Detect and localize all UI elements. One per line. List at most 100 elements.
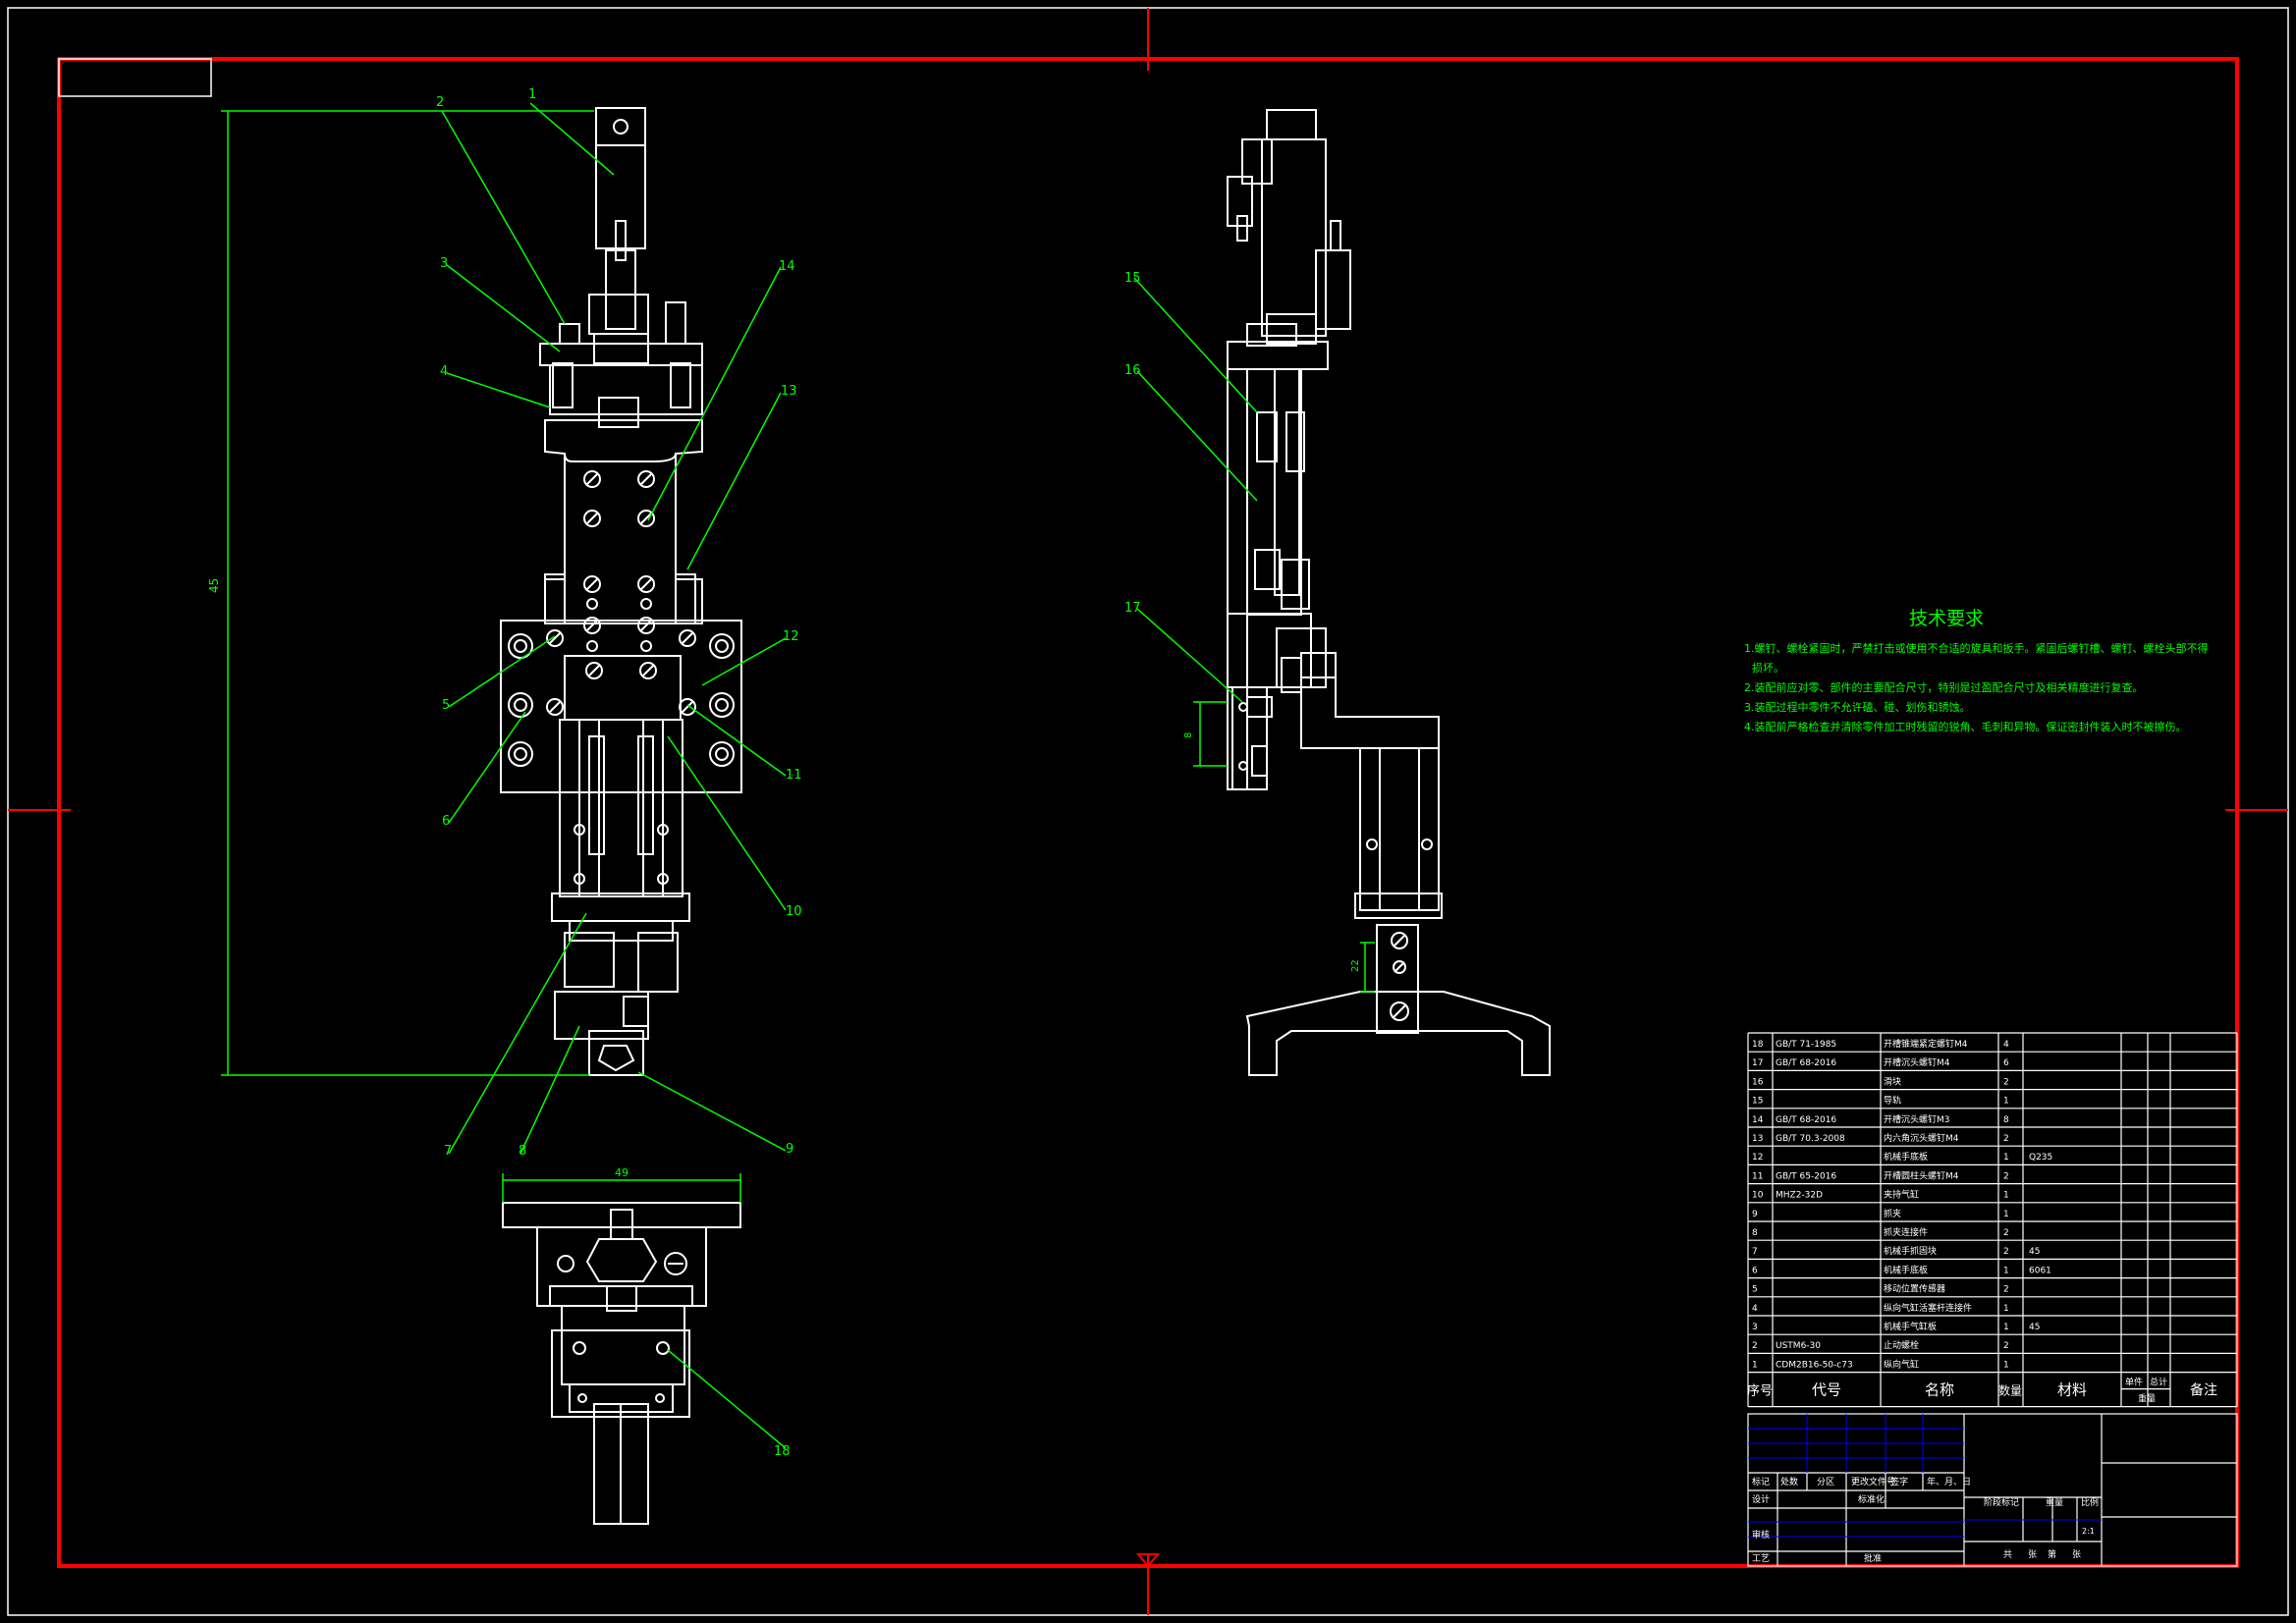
bom-cell: 1 <box>2003 1097 2009 1107</box>
bom-cell: 5 <box>1752 1285 1758 1295</box>
front-leaders <box>441 102 787 1155</box>
title-block-label: 设计 <box>1752 1493 1770 1505</box>
bom-cell: 1 <box>2003 1153 2009 1163</box>
title-block-label: 年、月、日 <box>1927 1476 1971 1488</box>
balloon-3: 3 <box>440 256 448 271</box>
bom-cell: 2 <box>2003 1228 2009 1238</box>
balloon-5: 5 <box>442 698 450 713</box>
balloon-14: 14 <box>779 259 795 274</box>
reference-box <box>58 58 212 97</box>
bom-cell: CDM2B16-50-c73 <box>1776 1360 1853 1370</box>
bom-cell: 开槽圆柱头螺钉M4 <box>1884 1169 1959 1181</box>
tech-requirements: 技术要求 1.螺钉、螺栓紧固时，严禁打击或使用不合适的旋具和扳手。紧固后螺钉槽、… <box>1744 608 2209 733</box>
bom-cell: GB/T 71-1985 <box>1776 1040 1836 1050</box>
front-view <box>500 107 742 1076</box>
bom-cell: 16 <box>1752 1077 1764 1087</box>
balloon-9: 9 <box>786 1142 793 1157</box>
bom-cell: 2 <box>2003 1077 2009 1087</box>
balloon-10: 10 <box>786 904 802 919</box>
bom-cell: 开槽沉头螺钉M3 <box>1884 1113 1950 1125</box>
balloon-11: 11 <box>786 768 802 783</box>
bom-cell: 机械手底板 <box>1884 1264 1928 1275</box>
title-block-labels: 标记处数分区更改文件号签字年、月、日设计标准化阶段标记重量比例审核工艺批准共张第… <box>1752 1476 2099 1564</box>
title-block-label: 张 <box>2072 1549 2081 1560</box>
bottom-view <box>502 1202 741 1525</box>
bom-cell: 2 <box>2003 1341 2009 1351</box>
bom-cell: 纵向气缸活塞杆连接件 <box>1884 1302 1972 1314</box>
bom-cell: 机械手底板 <box>1884 1151 1928 1163</box>
bom-cell: 滑块 <box>1884 1075 1901 1087</box>
bom-cell: 1 <box>2003 1191 2009 1201</box>
balloon-18: 18 <box>774 1444 791 1459</box>
bom-cell: 数量 <box>1998 1383 2022 1398</box>
bom-cell: 2 <box>2003 1134 2009 1144</box>
tech-item-2: 2.装配前应对零、部件的主要配合尺寸，特别是过盈配合尺寸及相关精度进行复查。 <box>1744 680 2144 694</box>
tech-item-1: 1.螺钉、螺栓紧固时，严禁打击或使用不合适的旋具和扳手。紧固后螺钉槽、螺钉、螺栓… <box>1744 641 2209 655</box>
title-block-label: 更改文件号 <box>1851 1476 1895 1488</box>
bom-cell: 备注 <box>2190 1382 2217 1399</box>
bom-cell: 单件 <box>2125 1377 2143 1388</box>
tech-item-1b: 损坏。 <box>1752 661 1784 675</box>
title-block-label: 标记 <box>1752 1476 1770 1488</box>
bom-cell: GB/T 68-2016 <box>1776 1115 1836 1125</box>
balloon-1: 1 <box>528 87 536 102</box>
tech-title: 技术要求 <box>1909 608 1984 629</box>
bom-cell: 机械手气缸板 <box>1884 1321 1937 1332</box>
title-block-label: 共 <box>2003 1549 2012 1560</box>
bom-cell: 序号 <box>1747 1384 1773 1399</box>
title-block-label: 审核 <box>1752 1529 1770 1541</box>
side-leaders <box>1133 277 1375 993</box>
balloon-2: 2 <box>436 95 444 110</box>
bom-cell: 3 <box>1752 1323 1758 1332</box>
bom-cell: GB/T 65-2016 <box>1776 1171 1836 1181</box>
bom-cell: 机械手抓固块 <box>1884 1245 1937 1257</box>
bom-cell: 纵向气缸 <box>1884 1358 1919 1370</box>
bom-cell: 移动位置传感器 <box>1884 1283 1945 1295</box>
balloon-6: 6 <box>442 814 450 829</box>
bom-cell: 导轨 <box>1884 1095 1901 1107</box>
dim-side-small2: 22 <box>1350 959 1361 972</box>
bom-cell: 夹持气缸 <box>1884 1189 1919 1201</box>
title-block-blue-lines <box>1748 1414 2102 1538</box>
bom-cell: 18 <box>1752 1040 1764 1050</box>
bom-cell: 17 <box>1752 1058 1763 1068</box>
balloon-8: 8 <box>519 1144 526 1159</box>
bom-cell: 1 <box>2003 1304 2009 1314</box>
balloon-7: 7 <box>444 1144 452 1159</box>
bom-cell: 1 <box>1752 1360 1758 1370</box>
bom-cell: 代号 <box>1812 1381 1841 1399</box>
side-view <box>1227 109 1551 1076</box>
bom-cell: 开槽锥端紧定螺钉M4 <box>1884 1038 1968 1050</box>
bom-cell: 重量 <box>2138 1393 2156 1405</box>
bom-cell: 4 <box>1752 1304 1758 1314</box>
title-block-label: 比例 <box>2081 1496 2099 1508</box>
bottom-dimension <box>502 1173 787 1449</box>
front-dimension <box>221 110 594 1076</box>
bom-cell: 1 <box>2003 1266 2009 1275</box>
bom-cell: 开槽沉头螺钉M4 <box>1884 1056 1950 1068</box>
title-block-label: 分区 <box>1817 1477 1834 1488</box>
bom-cell: 8 <box>1752 1228 1758 1238</box>
balloon-4: 4 <box>440 364 448 379</box>
bom-cell: 10 <box>1752 1191 1764 1201</box>
bom-cell: 9 <box>1752 1210 1758 1219</box>
bom-cell: 15 <box>1752 1097 1763 1107</box>
bom-cell: 止动螺栓 <box>1884 1339 1919 1351</box>
bom-cell: 14 <box>1752 1115 1764 1125</box>
bom-cell: 抓夹连接件 <box>1884 1226 1928 1238</box>
balloon-15: 15 <box>1124 271 1141 286</box>
bom-cell: 7 <box>1752 1247 1758 1257</box>
title-block-label: 阶段标记 <box>1984 1496 2019 1508</box>
bom-cell: 4 <box>2003 1040 2009 1050</box>
bom-cell: 6061 <box>2029 1266 2051 1275</box>
bom-cell: USTM6-30 <box>1776 1341 1821 1351</box>
title-block <box>1747 1413 2238 1567</box>
side-balloons: 15 16 17 <box>1124 271 1141 616</box>
bom-cell: 抓夹 <box>1884 1208 1901 1219</box>
title-block-label: 处数 <box>1780 1476 1798 1488</box>
title-block-label: 第 <box>2048 1548 2056 1560</box>
bom-cell: 2 <box>2003 1171 2009 1181</box>
